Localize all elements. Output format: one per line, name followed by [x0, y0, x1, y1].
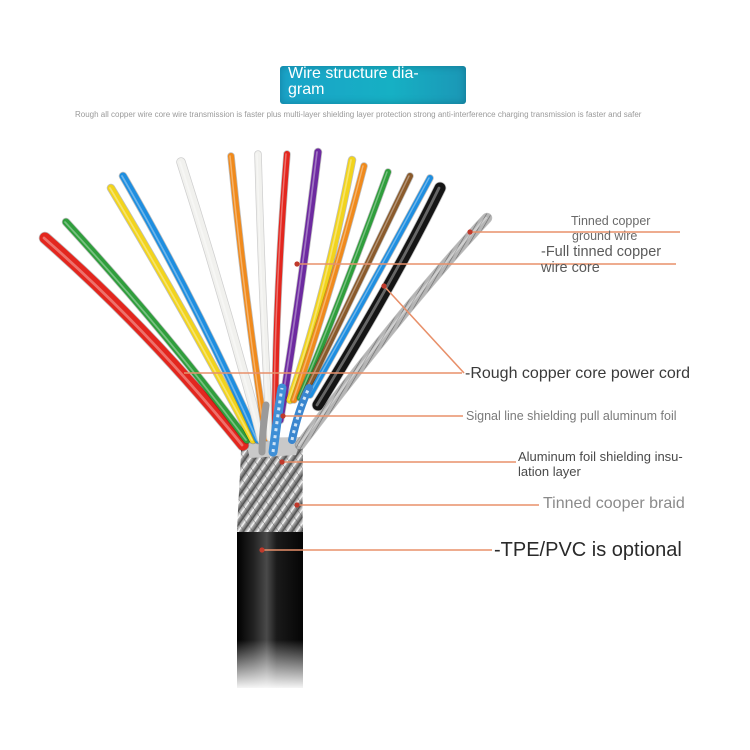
pointer-dot-braid	[294, 502, 300, 508]
wire-yellow	[286, 156, 356, 404]
label-full-tinned-core: -Full tinned copper wire core	[541, 244, 661, 276]
wire-red	[39, 232, 249, 451]
wire-brown	[300, 173, 413, 401]
wire-highlight-brown	[301, 175, 410, 399]
pointer-dot-power-cord	[381, 283, 387, 289]
label-foil-insulation-line-2: lation layer	[518, 464, 581, 479]
wire-tinned	[295, 213, 492, 450]
wire-white	[177, 158, 266, 444]
wire-highlight-red	[42, 236, 244, 447]
label-braid: Tinned cooper braid	[543, 495, 685, 512]
title-banner: Wire structure dia- gram	[280, 66, 466, 104]
label-signal-foil: Signal line shielding pull aluminum foil	[466, 409, 677, 423]
label-tinned-ground-wire: Tinned copper ground wire	[571, 214, 650, 244]
diagram-title: Wire structure dia- gram	[288, 66, 460, 98]
wire-highlight-green	[64, 221, 247, 441]
label-tinned-ground-line-2: ground wire	[572, 229, 638, 243]
pointer-dot-full-tinned	[294, 261, 300, 267]
label-full-tinned-line-1: -Full tinned copper	[541, 244, 662, 260]
pointer-dot-tinned-ground	[467, 229, 473, 235]
title-line-1: Wire structure dia-	[288, 65, 419, 82]
wire-highlight-orange	[229, 155, 266, 439]
wire-highlight-green	[298, 171, 388, 399]
wire-highlight-yellow	[288, 159, 352, 401]
wire-highlight-yellow	[109, 187, 253, 441]
wire-highlight-red	[273, 153, 287, 439]
wire-highlight-blue	[121, 175, 258, 441]
label-jacket: -TPE/PVC is optional	[494, 539, 682, 561]
title-line-2: gram	[288, 81, 325, 98]
wire-orange	[228, 153, 269, 441]
label-foil-insulation: Aluminum foil shielding insu- lation lay…	[518, 449, 683, 479]
wire-highlight-tinned	[297, 216, 488, 447]
label-foil-insulation-line-1: Aluminum foil shielding insu-	[518, 449, 683, 464]
label-tinned-ground-line-1: Tinned copper	[571, 214, 651, 228]
label-power-cord: -Rough copper core power cord	[465, 365, 691, 382]
cable-jacket	[237, 528, 303, 690]
diagram-subtitle: Rough all copper wire core wire transmis…	[75, 110, 642, 119]
wire-yellow	[107, 184, 257, 444]
pointer-dot-foil-insulation	[279, 459, 285, 465]
label-full-tinned-line-2: wire core	[541, 260, 600, 276]
wire-blue	[119, 172, 262, 444]
wire-highlight-blue	[308, 177, 430, 396]
pointer-dot-signal-foil	[280, 413, 286, 419]
pointer-dot-jacket	[259, 547, 265, 553]
wire-blue	[307, 175, 433, 398]
wire-green	[62, 218, 251, 444]
signal-aluminum-foil	[258, 383, 313, 457]
pointer-power-cord-a	[383, 285, 465, 374]
wire-highlight-white	[179, 161, 262, 441]
wire-bundle	[38, 147, 493, 452]
pointer-lines	[184, 229, 680, 553]
wire-green	[297, 169, 391, 401]
